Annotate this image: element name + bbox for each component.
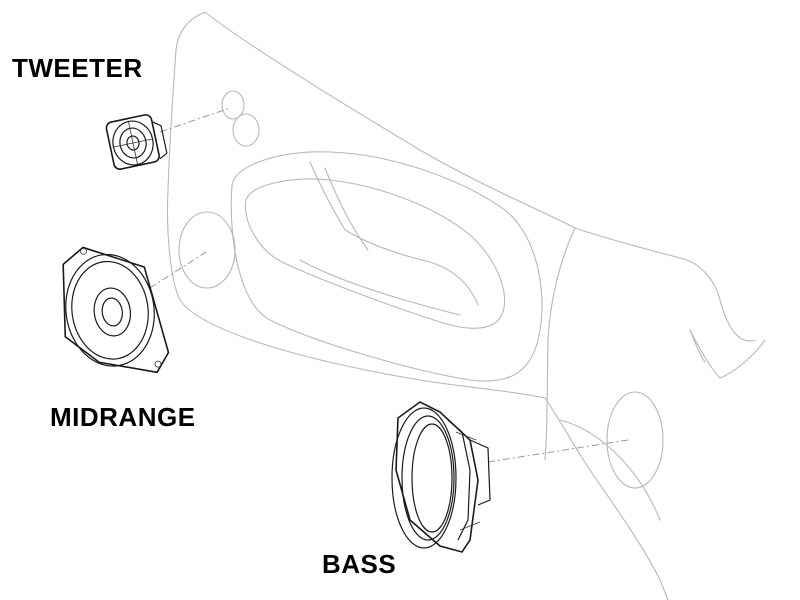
tweeter-speaker: [105, 114, 168, 170]
bass-leader-line: [487, 439, 629, 463]
midrange-leader-line: [149, 251, 207, 289]
midrange-label: MIDRANGE: [50, 402, 196, 432]
midrange-speaker: [62, 246, 170, 374]
bass-label: BASS: [322, 549, 397, 579]
door-panel: [166, 11, 766, 600]
bass-speaker: [391, 401, 491, 553]
tweeter-label: TWEETER: [12, 53, 143, 83]
tweeter-leader-line: [159, 107, 231, 133]
